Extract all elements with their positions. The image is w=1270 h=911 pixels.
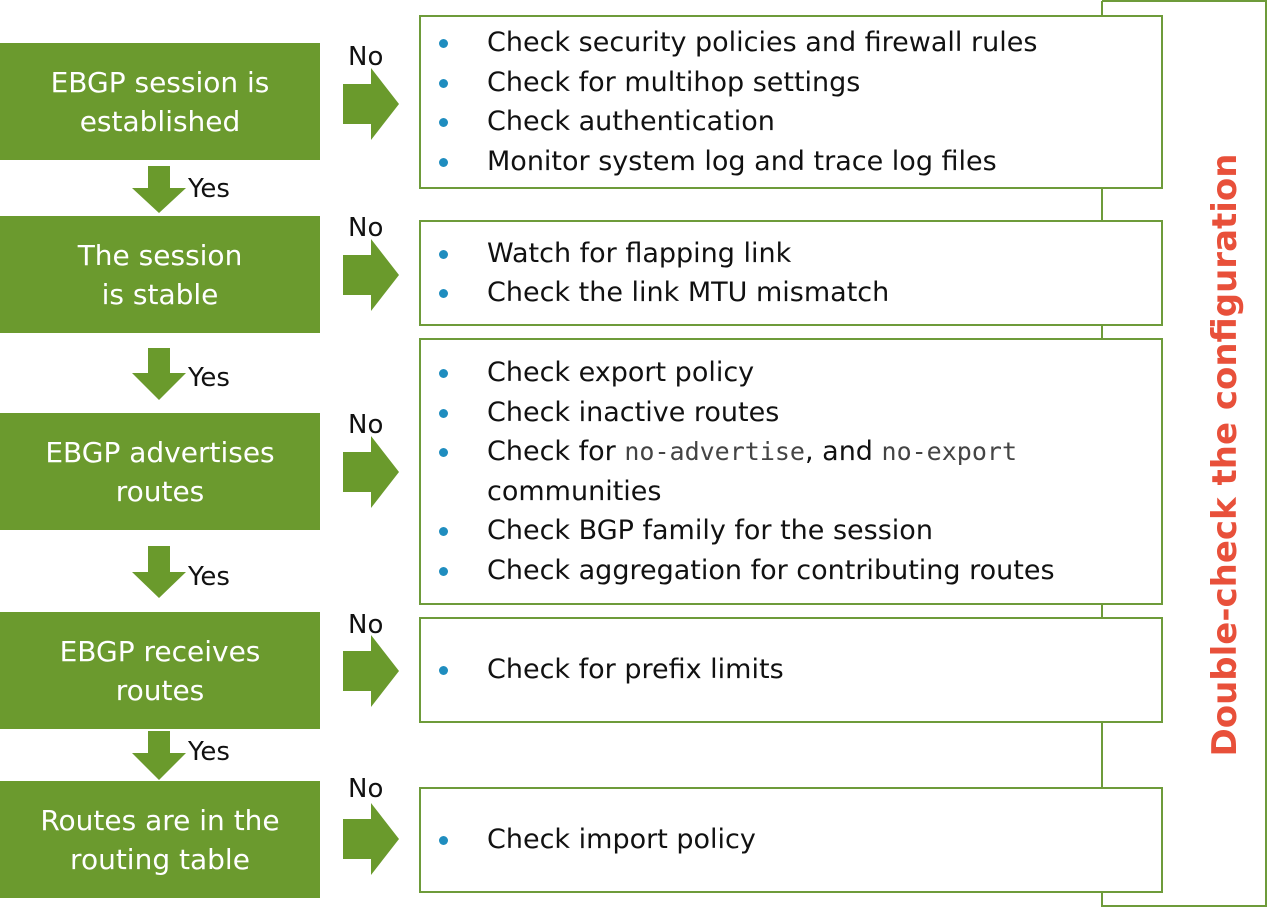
- check-item: Watch for flapping link: [435, 234, 1161, 274]
- bullet-icon: [439, 527, 448, 536]
- step-receives-routes: EBGP receives routes: [0, 612, 320, 729]
- step-label: EBGP advertises routes: [45, 435, 275, 508]
- step-session-stable: The session is stable: [0, 216, 320, 333]
- community-code: no-export: [881, 437, 1017, 466]
- check-item: Check import policy: [435, 820, 1161, 860]
- check-list: Check for prefix limits: [435, 650, 1161, 690]
- no-arrow-1: [343, 68, 399, 140]
- step-label: Routes are in the routing table: [40, 803, 280, 876]
- checks-routing-table: Check import policy: [419, 787, 1163, 893]
- check-item: Check for multihop settings: [435, 63, 1161, 103]
- check-list: Check security policies and firewall rul…: [435, 23, 1161, 181]
- step-advertises-routes: EBGP advertises routes: [0, 413, 320, 530]
- config-bracket-frame: [1101, 0, 1267, 907]
- step-routing-table: Routes are in the routing table: [0, 781, 320, 898]
- check-list: Check import policy: [435, 820, 1161, 860]
- step-session-established: EBGP session is established: [0, 43, 320, 160]
- yes-arrow-2: [132, 348, 186, 400]
- check-item: Monitor system log and trace log files: [435, 142, 1161, 182]
- check-item: Check export policy: [435, 353, 1161, 393]
- yes-arrow-4: [132, 731, 186, 780]
- bullet-icon: [439, 39, 448, 48]
- check-list: Watch for flapping link Check the link M…: [435, 234, 1161, 313]
- yes-label: Yes: [188, 174, 230, 204]
- community-code: no-advertise: [624, 437, 805, 466]
- check-item: Check security policies and firewall rul…: [435, 23, 1161, 63]
- bullet-icon: [439, 249, 448, 259]
- bullet-icon: [439, 369, 448, 378]
- bullet-icon: [439, 836, 448, 846]
- bullet-icon: [439, 157, 448, 167]
- no-label: No: [348, 42, 384, 72]
- check-item: Check aggregation for contributing route…: [435, 551, 1161, 591]
- bullet-icon: [439, 118, 448, 127]
- double-check-configuration-label: Double-check the configuration: [1205, 153, 1245, 757]
- bullet-icon: [439, 408, 448, 418]
- step-label: EBGP session is established: [50, 65, 270, 138]
- check-item: Check inactive routes: [435, 393, 1161, 433]
- checks-session-stable: Watch for flapping link Check the link M…: [419, 220, 1163, 326]
- yes-label: Yes: [188, 562, 230, 592]
- step-label: EBGP receives routes: [59, 634, 261, 707]
- check-item: Check the link MTU mismatch: [435, 273, 1161, 313]
- yes-label: Yes: [188, 737, 230, 767]
- yes-arrow-1: [132, 166, 186, 213]
- check-item: Check for prefix limits: [435, 650, 1161, 690]
- checks-session-established: Check security policies and firewall rul…: [419, 15, 1163, 189]
- no-label: No: [348, 610, 384, 640]
- checks-receives-routes: Check for prefix limits: [419, 617, 1163, 723]
- bullet-icon: [439, 78, 448, 88]
- check-item: Check BGP family for the session: [435, 511, 1161, 551]
- bullet-icon: [439, 666, 448, 676]
- no-label: No: [348, 213, 384, 243]
- no-arrow-3: [343, 436, 399, 508]
- bullet-icon: [439, 289, 448, 298]
- checks-advertises-routes: Check export policy Check inactive route…: [419, 338, 1163, 605]
- yes-label: Yes: [188, 363, 230, 393]
- no-arrow-5: [343, 803, 399, 875]
- bullet-icon: [439, 448, 448, 457]
- no-arrow-4: [343, 635, 399, 707]
- no-label: No: [348, 774, 384, 804]
- yes-arrow-3: [132, 546, 186, 598]
- check-list: Check export policy Check inactive route…: [435, 353, 1161, 590]
- step-label: The session is stable: [77, 238, 243, 311]
- check-item: Check authentication: [435, 102, 1161, 142]
- no-label: No: [348, 410, 384, 440]
- bullet-icon: [439, 566, 448, 576]
- no-arrow-2: [343, 239, 399, 311]
